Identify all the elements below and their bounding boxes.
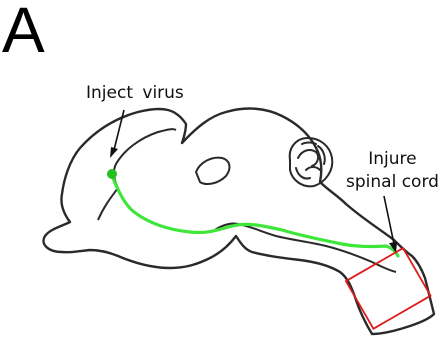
axon-tract (112, 176, 398, 256)
cerebellum (290, 138, 333, 186)
ventricle-contour (196, 158, 229, 184)
injection-site-dot (107, 169, 117, 179)
inject-arrow (110, 110, 124, 158)
brain-outline (44, 109, 434, 334)
injury-site-box (346, 248, 431, 329)
